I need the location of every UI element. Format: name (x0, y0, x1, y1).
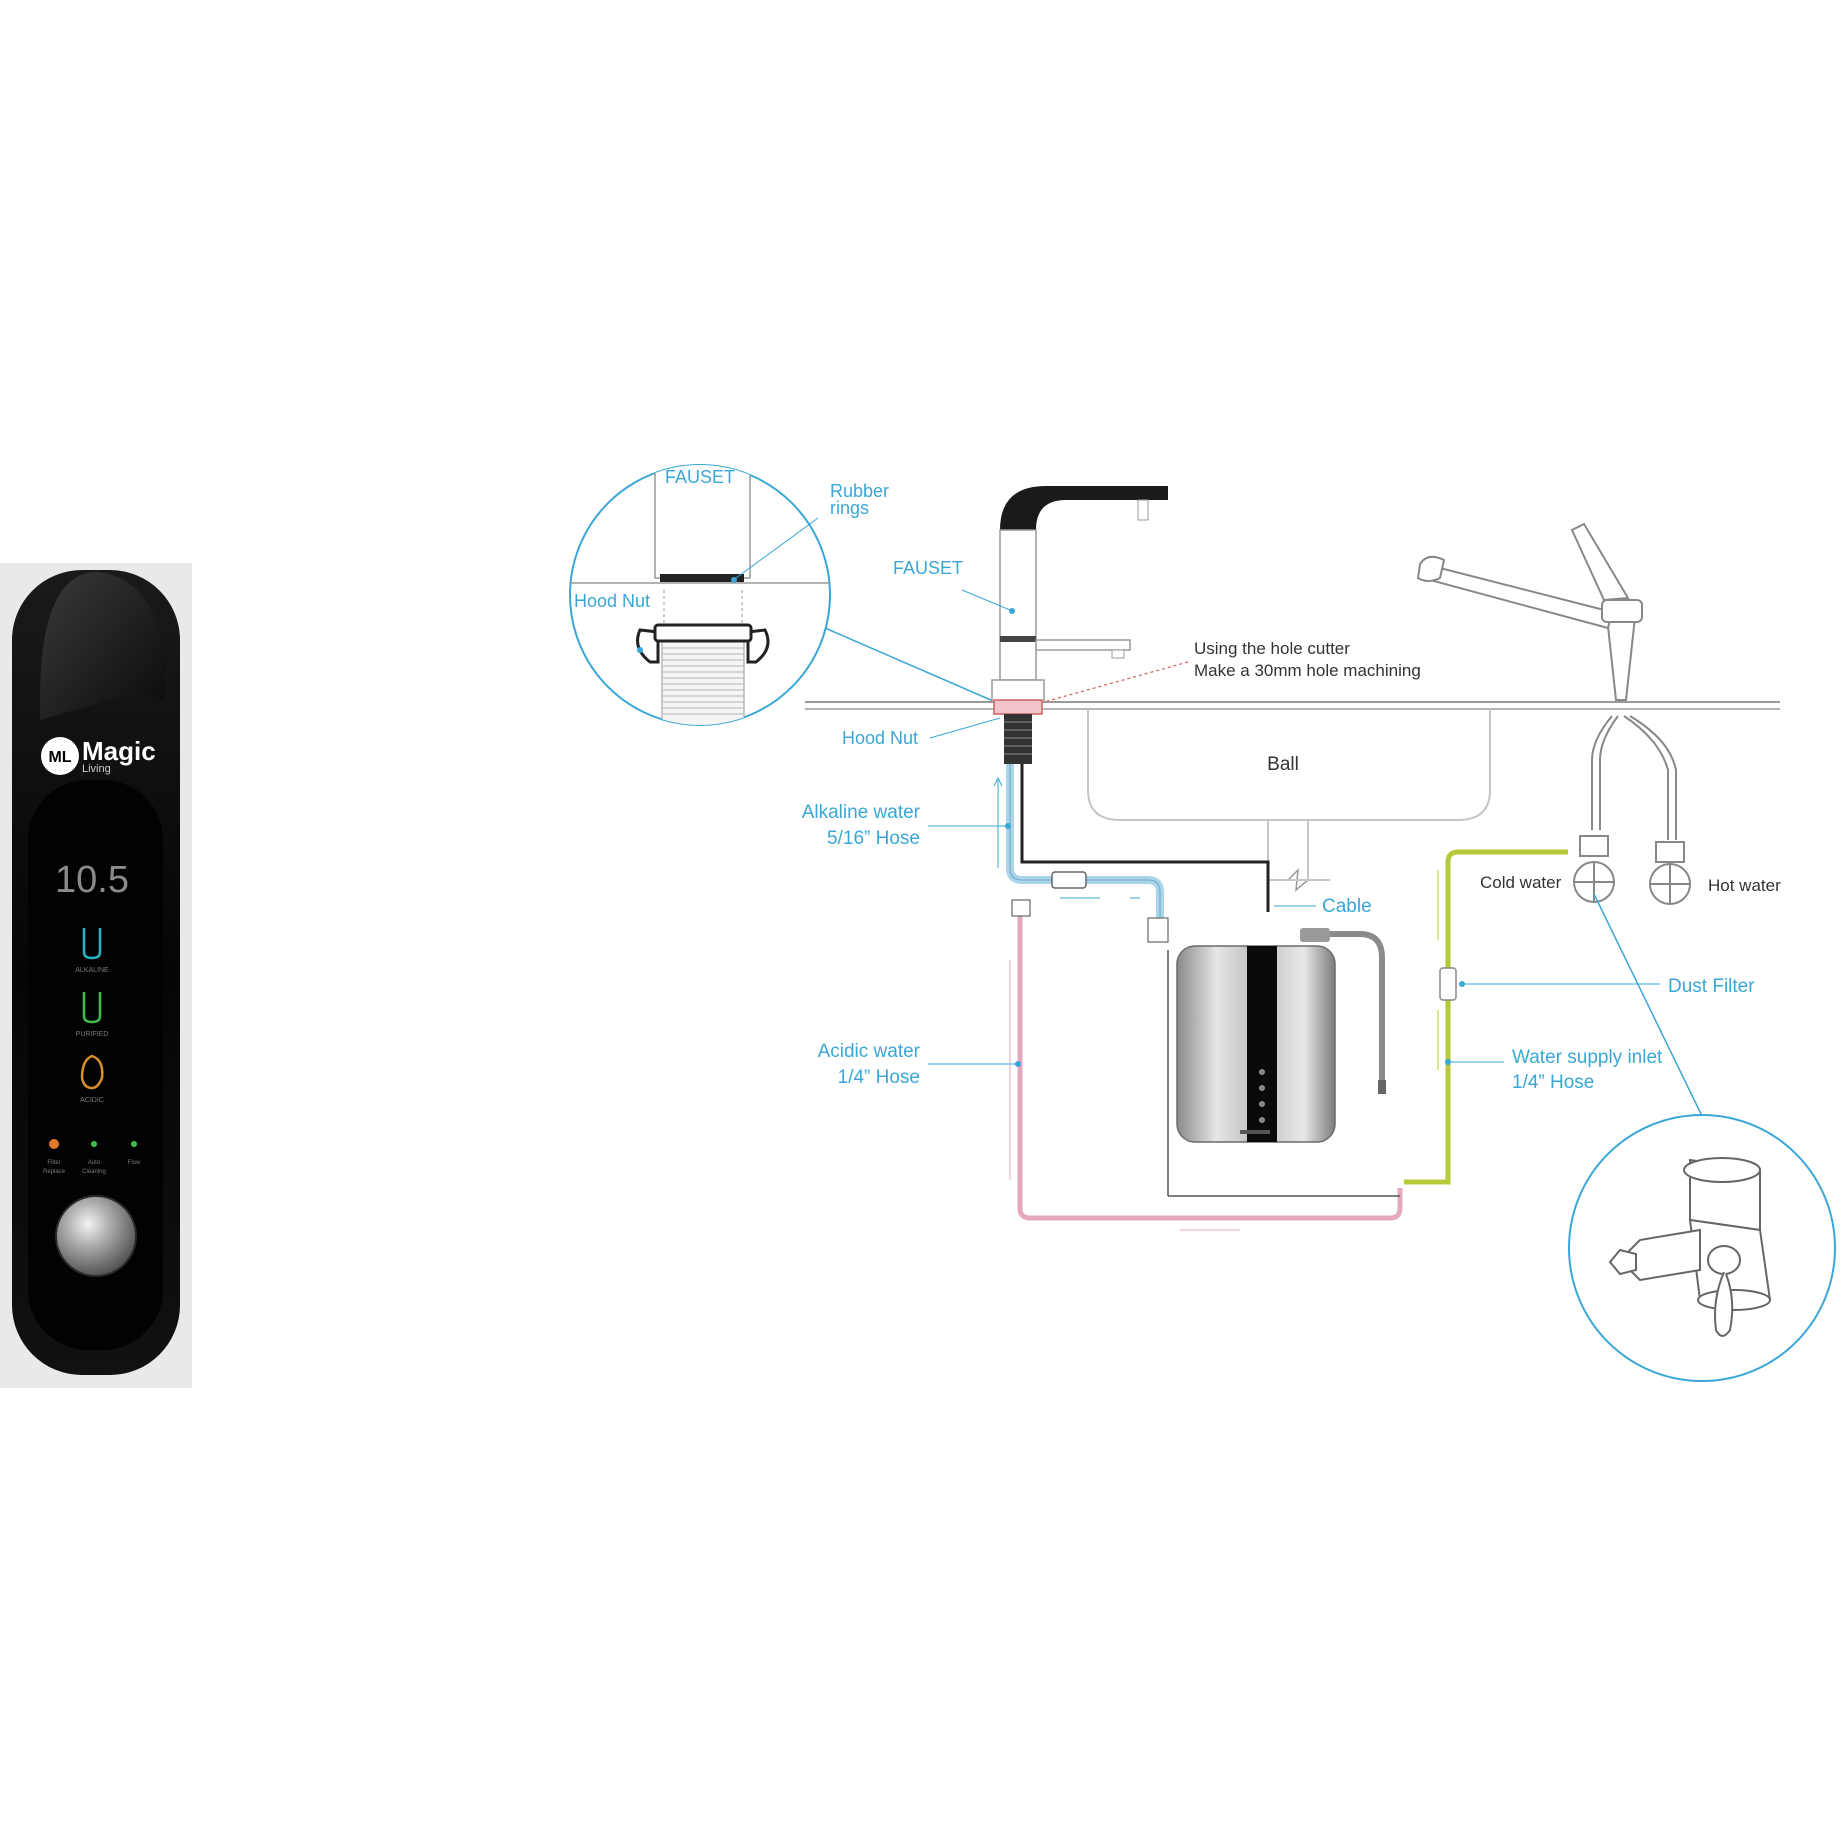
alkaline-label-2: 5/16” Hose (827, 828, 920, 849)
alkaline-label-1: Alkaline water (802, 802, 921, 823)
cold-water-label: Cold water (1480, 873, 1562, 892)
ionizer-faucet (991, 486, 1168, 764)
valve-inset-connector (1593, 893, 1703, 1117)
power-cable (1020, 764, 1270, 912)
inset-hood-nut-label: Hood Nut (574, 591, 650, 611)
control-panel-photo: ML Magic Living 10.5 ALKALINE PURIFIED A… (0, 563, 192, 1388)
brand-name: Magic (82, 736, 156, 766)
faucet-base (991, 679, 1045, 703)
ph-display: 10.5 (55, 859, 129, 901)
supply-valves (1579, 715, 1685, 863)
leader-line (735, 517, 819, 579)
ionizer-unit (1176, 928, 1386, 1143)
inset-rubber-rings-label-1: Rubber (830, 481, 889, 501)
inset-rubber-ring (660, 574, 744, 582)
supply-label-2: 1/4” Hose (1512, 1072, 1594, 1093)
acidic-hose (1017, 904, 1403, 1221)
faucet-lever (1035, 639, 1131, 651)
cup-icon (82, 928, 102, 960)
svg-text:Flow: Flow (128, 1160, 141, 1166)
svg-text:Cleaning: Cleaning (82, 1169, 106, 1175)
svg-text:Replace: Replace (43, 1169, 66, 1175)
inset-connector (824, 627, 1001, 705)
hood-nut-label: Hood Nut (842, 728, 918, 748)
panel-screen (28, 780, 163, 1350)
cable-label: Cable (1322, 896, 1372, 917)
led-icon (131, 1141, 137, 1147)
dust-filter-label: Dust Filter (1668, 976, 1755, 997)
inset-valve-detail (1568, 1114, 1836, 1382)
indicator-flow: Flow (128, 1141, 141, 1166)
supply-label-1: Water supply inlet (1512, 1047, 1663, 1068)
hole-cutter-label-1: Using the hole cutter (1194, 639, 1350, 658)
brand-sub: Living (82, 763, 111, 775)
led-icon (91, 1141, 97, 1147)
svg-text:Filter: Filter (47, 1160, 60, 1166)
control-knob[interactable] (55, 1195, 137, 1277)
brand-badge-text: ML (48, 749, 71, 766)
supply-hose (1404, 849, 1568, 1185)
mode-acidic[interactable]: ACIDIC (80, 1054, 104, 1104)
inset-faucet-label: FAUSET (665, 467, 735, 487)
faucet-label: FAUSET (893, 558, 963, 578)
acidic-label-2: 1/4” Hose (838, 1067, 920, 1088)
kitchen-faucet (1416, 522, 1643, 701)
cup-icon (82, 992, 102, 1024)
cold-water-valve (1573, 861, 1615, 903)
dust-filter-part (1439, 967, 1457, 1001)
hot-water-valve (1649, 863, 1691, 905)
hole-cutter-label-2: Make a 30mm hole machining (1194, 661, 1421, 680)
acidic-label-1: Acidic water (818, 1041, 921, 1062)
hot-water-label: Hot water (1708, 876, 1781, 895)
brand-badge (41, 737, 79, 775)
sink-label: Ball (1267, 754, 1299, 775)
countertop (805, 701, 1780, 710)
flow-arrows (993, 776, 1140, 899)
hand-icon (80, 1054, 104, 1090)
alkaline-hose (1006, 764, 1164, 938)
mode-alkaline-label: ALKALINE (75, 967, 109, 974)
hose-connector (1051, 871, 1087, 889)
indicator-filter-replace: Filter Replace (43, 1139, 66, 1175)
hood-nut-part (993, 699, 1043, 715)
led-icon (49, 1139, 59, 1149)
acidic-flow-arrows (1009, 960, 1240, 1231)
inset-rubber-rings-label-2: rings (830, 498, 869, 518)
inset-faucet-detail: FAUSET Rubber rings Hood Nut (569, 464, 1001, 726)
mode-purified[interactable]: PURIFIED (76, 992, 109, 1038)
brand-logo: ML Magic Living (41, 736, 156, 775)
unit-panel (1247, 946, 1277, 1142)
inset-thread (662, 647, 744, 715)
svg-text:Auto: Auto (88, 1160, 101, 1166)
panel-top-bulge (40, 572, 165, 720)
mode-alkaline[interactable]: ALKALINE (75, 928, 109, 974)
indicator-auto-cleaning: Auto Cleaning (82, 1141, 106, 1175)
inset-hood-nut (653, 623, 753, 643)
hole-cutter-leader (1043, 661, 1189, 703)
sink-drain (1267, 819, 1309, 881)
leader-line (961, 589, 1011, 611)
mode-acidic-label: ACIDIC (80, 1097, 104, 1104)
mode-purified-label: PURIFIED (76, 1031, 109, 1038)
unit-spout (1320, 931, 1385, 1080)
